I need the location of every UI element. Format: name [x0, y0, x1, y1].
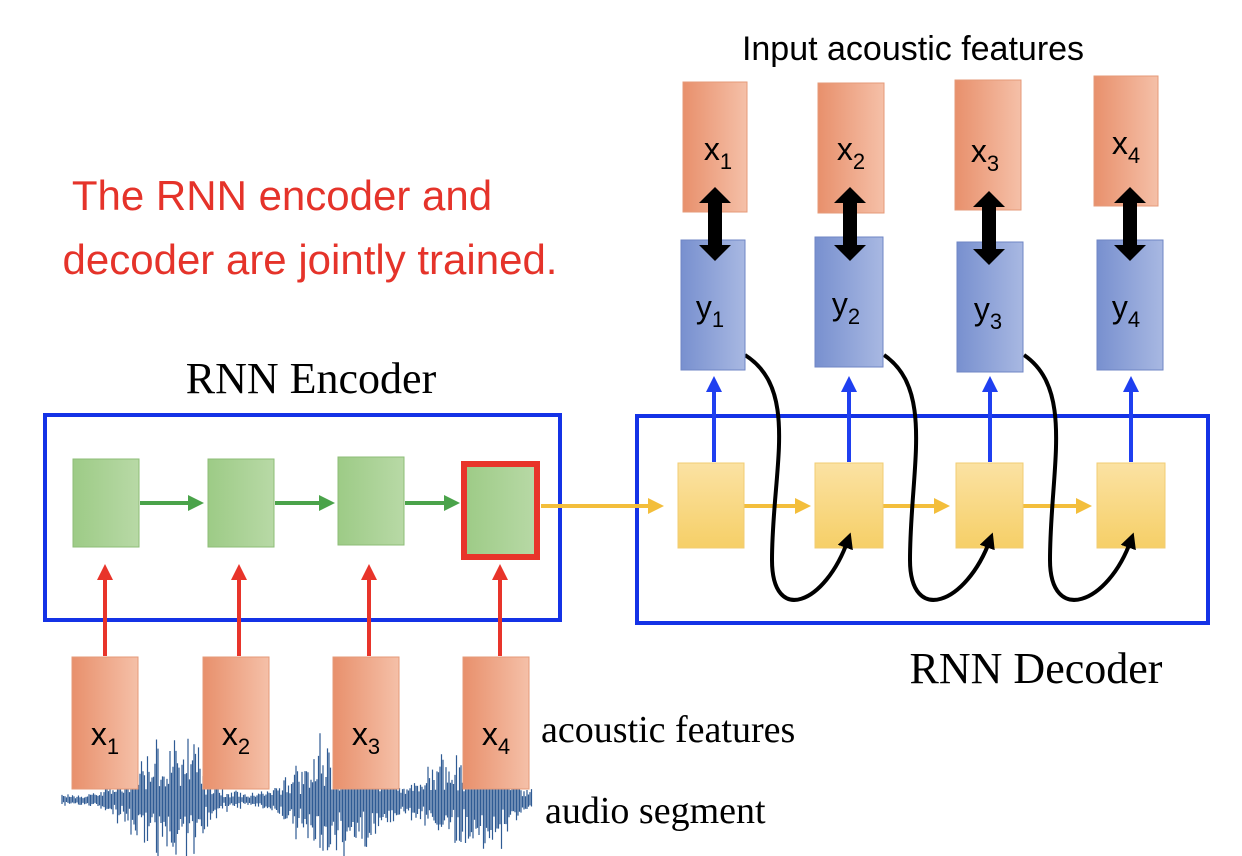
encoder-title: RNN Encoder	[186, 354, 437, 403]
target-feature-label: x2	[837, 131, 865, 174]
encoder-input-box	[71, 656, 139, 790]
encoder-input-label: x2	[222, 716, 250, 759]
encoder-frame	[43, 413, 562, 622]
encoder-state	[337, 456, 405, 546]
reconstruction-double-arrow	[1114, 187, 1146, 261]
joint-training-note-line1: The RNN encoder and	[72, 172, 492, 219]
encoder-input-label: x1	[91, 716, 119, 759]
feedback-curve	[882, 353, 995, 602]
audio-segment-label: audio segment	[545, 790, 766, 832]
joint-training-note-line2: decoder are jointly trained.	[63, 236, 558, 283]
target-feature-box	[1093, 75, 1159, 207]
decoder-title: RNN Decoder	[910, 644, 1163, 693]
decoder-state	[814, 462, 884, 549]
encoder-input-label: x3	[352, 716, 380, 759]
decoder-output-label: y3	[974, 291, 1002, 334]
decoder-output-box	[1096, 239, 1164, 371]
decoder-output-label: y2	[832, 286, 860, 329]
acoustic-features-label: acoustic features	[541, 709, 795, 751]
encoder-final-state	[461, 461, 540, 560]
encoder-input-box	[462, 656, 530, 790]
target-feature-box	[954, 79, 1022, 211]
encoder-input-label: x4	[482, 716, 510, 759]
reconstruction-double-arrow	[699, 187, 731, 261]
targets-title: Input acoustic features	[742, 30, 1084, 68]
feedback-curve	[743, 353, 853, 602]
target-feature-label: x1	[704, 131, 732, 174]
decoder-state	[1096, 462, 1166, 549]
decoder-frame	[635, 414, 1210, 625]
feedback-curve	[1022, 353, 1136, 602]
reconstruction-double-arrow	[973, 191, 1005, 265]
target-feature-label: x4	[1112, 125, 1140, 168]
encoder-input-box	[332, 656, 400, 790]
decoder-state	[955, 462, 1024, 549]
reconstruction-double-arrow	[834, 187, 866, 261]
decoder-output-label: y1	[696, 289, 724, 332]
encoder-state	[207, 458, 275, 548]
decoder-state	[677, 462, 745, 549]
decoder-output-label: y4	[1112, 289, 1140, 332]
encoder-input-box	[202, 656, 270, 790]
decoder-output-box	[680, 239, 746, 371]
encoder-state	[72, 458, 140, 548]
target-feature-label: x3	[971, 133, 999, 176]
